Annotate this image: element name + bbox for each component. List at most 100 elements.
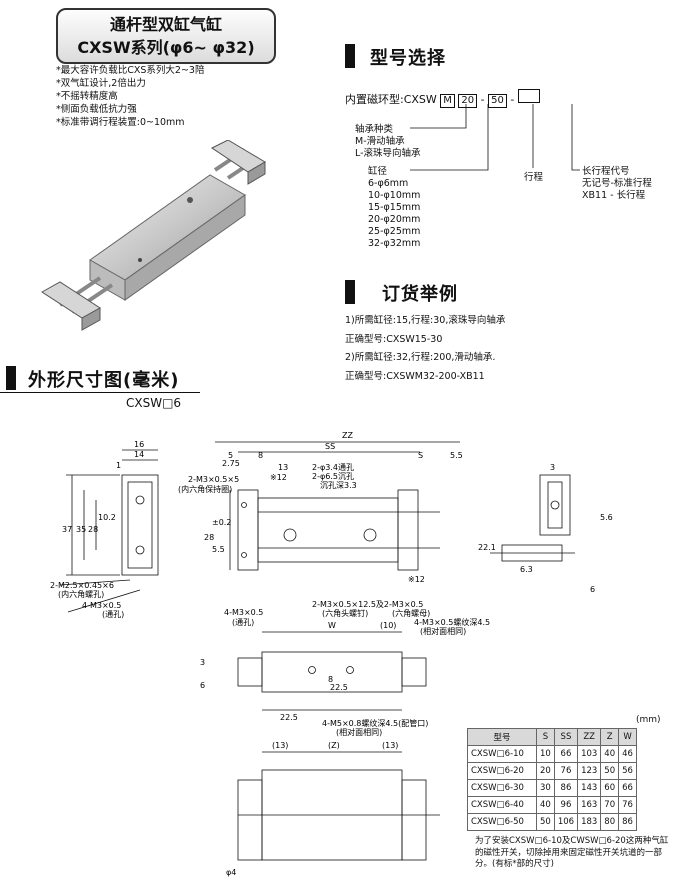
bore-title: 缸径 [368, 166, 388, 177]
bearing-title: 轴承种类 [355, 124, 394, 135]
section-bar [345, 280, 355, 304]
dim-label: 22.5 [330, 683, 348, 692]
dim-label: 4-M3×0.5 [82, 601, 121, 610]
dim-label: 4-M3×0.5螺纹深4.5 [414, 617, 490, 627]
cell: 20 [536, 762, 555, 780]
order-line: 1)所需缸径:15,行程:30,滚珠导向轴承 [345, 315, 506, 326]
dim-label: 8 [328, 675, 333, 684]
cell: 50 [600, 762, 620, 780]
dim-label: (通孔) [232, 617, 254, 627]
cell: 163 [577, 796, 602, 814]
dimensions-model: CXSW□6 [126, 396, 182, 410]
order-line: 正确型号:CXSWM32-200-XB11 [345, 370, 485, 382]
dim-label: φ4 [226, 868, 236, 877]
dim-label: 28 [204, 533, 214, 542]
cell: 80 [600, 813, 620, 831]
long-stroke-title: 长行程代号 [582, 166, 630, 177]
dim-label: (10) [380, 621, 396, 630]
feature-item: *标准带调行程装置:0~10mm [56, 117, 185, 128]
col-header: 型号 [467, 728, 537, 746]
cell: 60 [600, 779, 620, 797]
col-header: W [618, 728, 637, 746]
dim-label: 37 [62, 525, 72, 534]
cell: 40 [536, 796, 555, 814]
feature-item: *双气缸设计,2倍出力 [56, 78, 146, 89]
feature-item: *侧面负载低抗力强 [56, 104, 137, 115]
section-bar [345, 44, 355, 68]
cell: 106 [553, 813, 579, 831]
cell: 66 [618, 779, 637, 797]
cell: CXSW□6-20 [467, 762, 537, 780]
order-line: 正确型号:CXSW15-30 [345, 333, 443, 345]
dim-label: W [328, 621, 336, 630]
long-stroke-xb11: XB11 - 长行程 [582, 190, 646, 201]
dim-label: 8 [258, 451, 263, 460]
dim-label: 1 [116, 461, 121, 470]
col-header: S [536, 728, 555, 746]
dim-label: 16 [134, 440, 144, 449]
bore-item: 25-φ25mm [368, 226, 421, 237]
bottom-view [237, 751, 440, 861]
cell: 66 [553, 745, 579, 763]
bore-item: 15-φ15mm [368, 202, 421, 213]
cell: 143 [577, 779, 602, 797]
dim-label: S [418, 451, 423, 460]
dim-label: 2-φ3.4通孔 [312, 462, 354, 472]
dim-label: SS [325, 442, 335, 451]
code-box-bore: 20 [458, 94, 478, 108]
bearing-block: 轴承种类 M-滑动轴承 L-滚珠导向轴承 [355, 124, 421, 160]
dim-label: ZZ [342, 431, 353, 440]
section-bar [6, 366, 16, 390]
cell: 40 [600, 745, 620, 763]
table-row: CXSW□6-20 20 76 123 50 56 [467, 762, 637, 780]
end-view-left [59, 449, 159, 613]
end-view-right [490, 474, 575, 562]
dimensions-title: 外形尺寸图(毫米) [28, 370, 180, 391]
cell: 183 [577, 813, 602, 831]
side-view [237, 631, 427, 711]
dim-label: 2.75 [222, 459, 240, 468]
long-stroke-block: 长行程代号 无记号-标准行程 XB11 - 长行程 [582, 166, 652, 202]
table-row: CXSW□6-30 30 86 143 60 66 [467, 779, 637, 797]
top-view [215, 441, 460, 571]
code-box-long [517, 89, 540, 103]
dim-label: 4-M5×0.8螺纹深4.5(配管口) [322, 718, 428, 728]
cell: 123 [577, 762, 602, 780]
cell: 86 [553, 779, 579, 797]
dim-label: 5.6 [600, 513, 613, 522]
feature-list: *最大容许负载比CXS系列大2~3陪 *双气缸设计,2倍出力 *不摇转精度高 *… [56, 64, 204, 129]
dim-label: (内六角螺孔) [58, 589, 104, 599]
dim-label: (相对面相同) [420, 626, 466, 636]
dim-label: 14 [134, 450, 144, 459]
dim-label: 4-M3×0.5 [224, 608, 263, 617]
table-row: CXSW□6-10 10 66 103 40 46 [467, 745, 637, 763]
order-example-title: 订货举例 [382, 284, 458, 305]
cell: 30 [536, 779, 555, 797]
dim-label: (六角螺母) [392, 608, 430, 618]
code-dash: - [510, 93, 515, 106]
code-dash: - [480, 93, 485, 106]
dim-label: 13 [278, 463, 288, 472]
cell: CXSW□6-40 [467, 796, 537, 814]
cell: CXSW□6-30 [467, 779, 537, 797]
dim-label: 6 [590, 585, 595, 594]
cell: 70 [600, 796, 620, 814]
bore-item: 20-φ20mm [368, 214, 421, 225]
col-header: Z [600, 728, 620, 746]
table-unit: (mm) [636, 715, 661, 725]
dim-label: 6 [200, 681, 205, 690]
dim-label: (六角头螺钉) [322, 608, 368, 618]
dim-label: 5 [228, 451, 233, 460]
dim-label: 3 [550, 463, 555, 472]
bore-block: 缸径 6-φ6mm 10-φ10mm 15-φ15mm 20-φ20mm 25-… [368, 166, 420, 250]
stroke-label: 行程 [524, 172, 544, 183]
dimensions-underline [0, 392, 200, 393]
title-box: 通杆型双缸气缸 CXSW系列(φ6~ φ32) [56, 8, 276, 64]
dim-label: 5.5 [450, 451, 463, 460]
dim-label: ※12 [270, 473, 287, 482]
dim-label: 2-φ6.5沉孔 [312, 472, 354, 481]
dim-label: (内六角保持圈) [178, 484, 232, 494]
table-header-row: 型号 S SS ZZ Z W [467, 728, 637, 746]
cell: 76 [553, 762, 579, 780]
technical-drawing: 16 14 1 37 35 28 10.2 2-M2.5×0.45×6 (内六角… [50, 431, 613, 877]
